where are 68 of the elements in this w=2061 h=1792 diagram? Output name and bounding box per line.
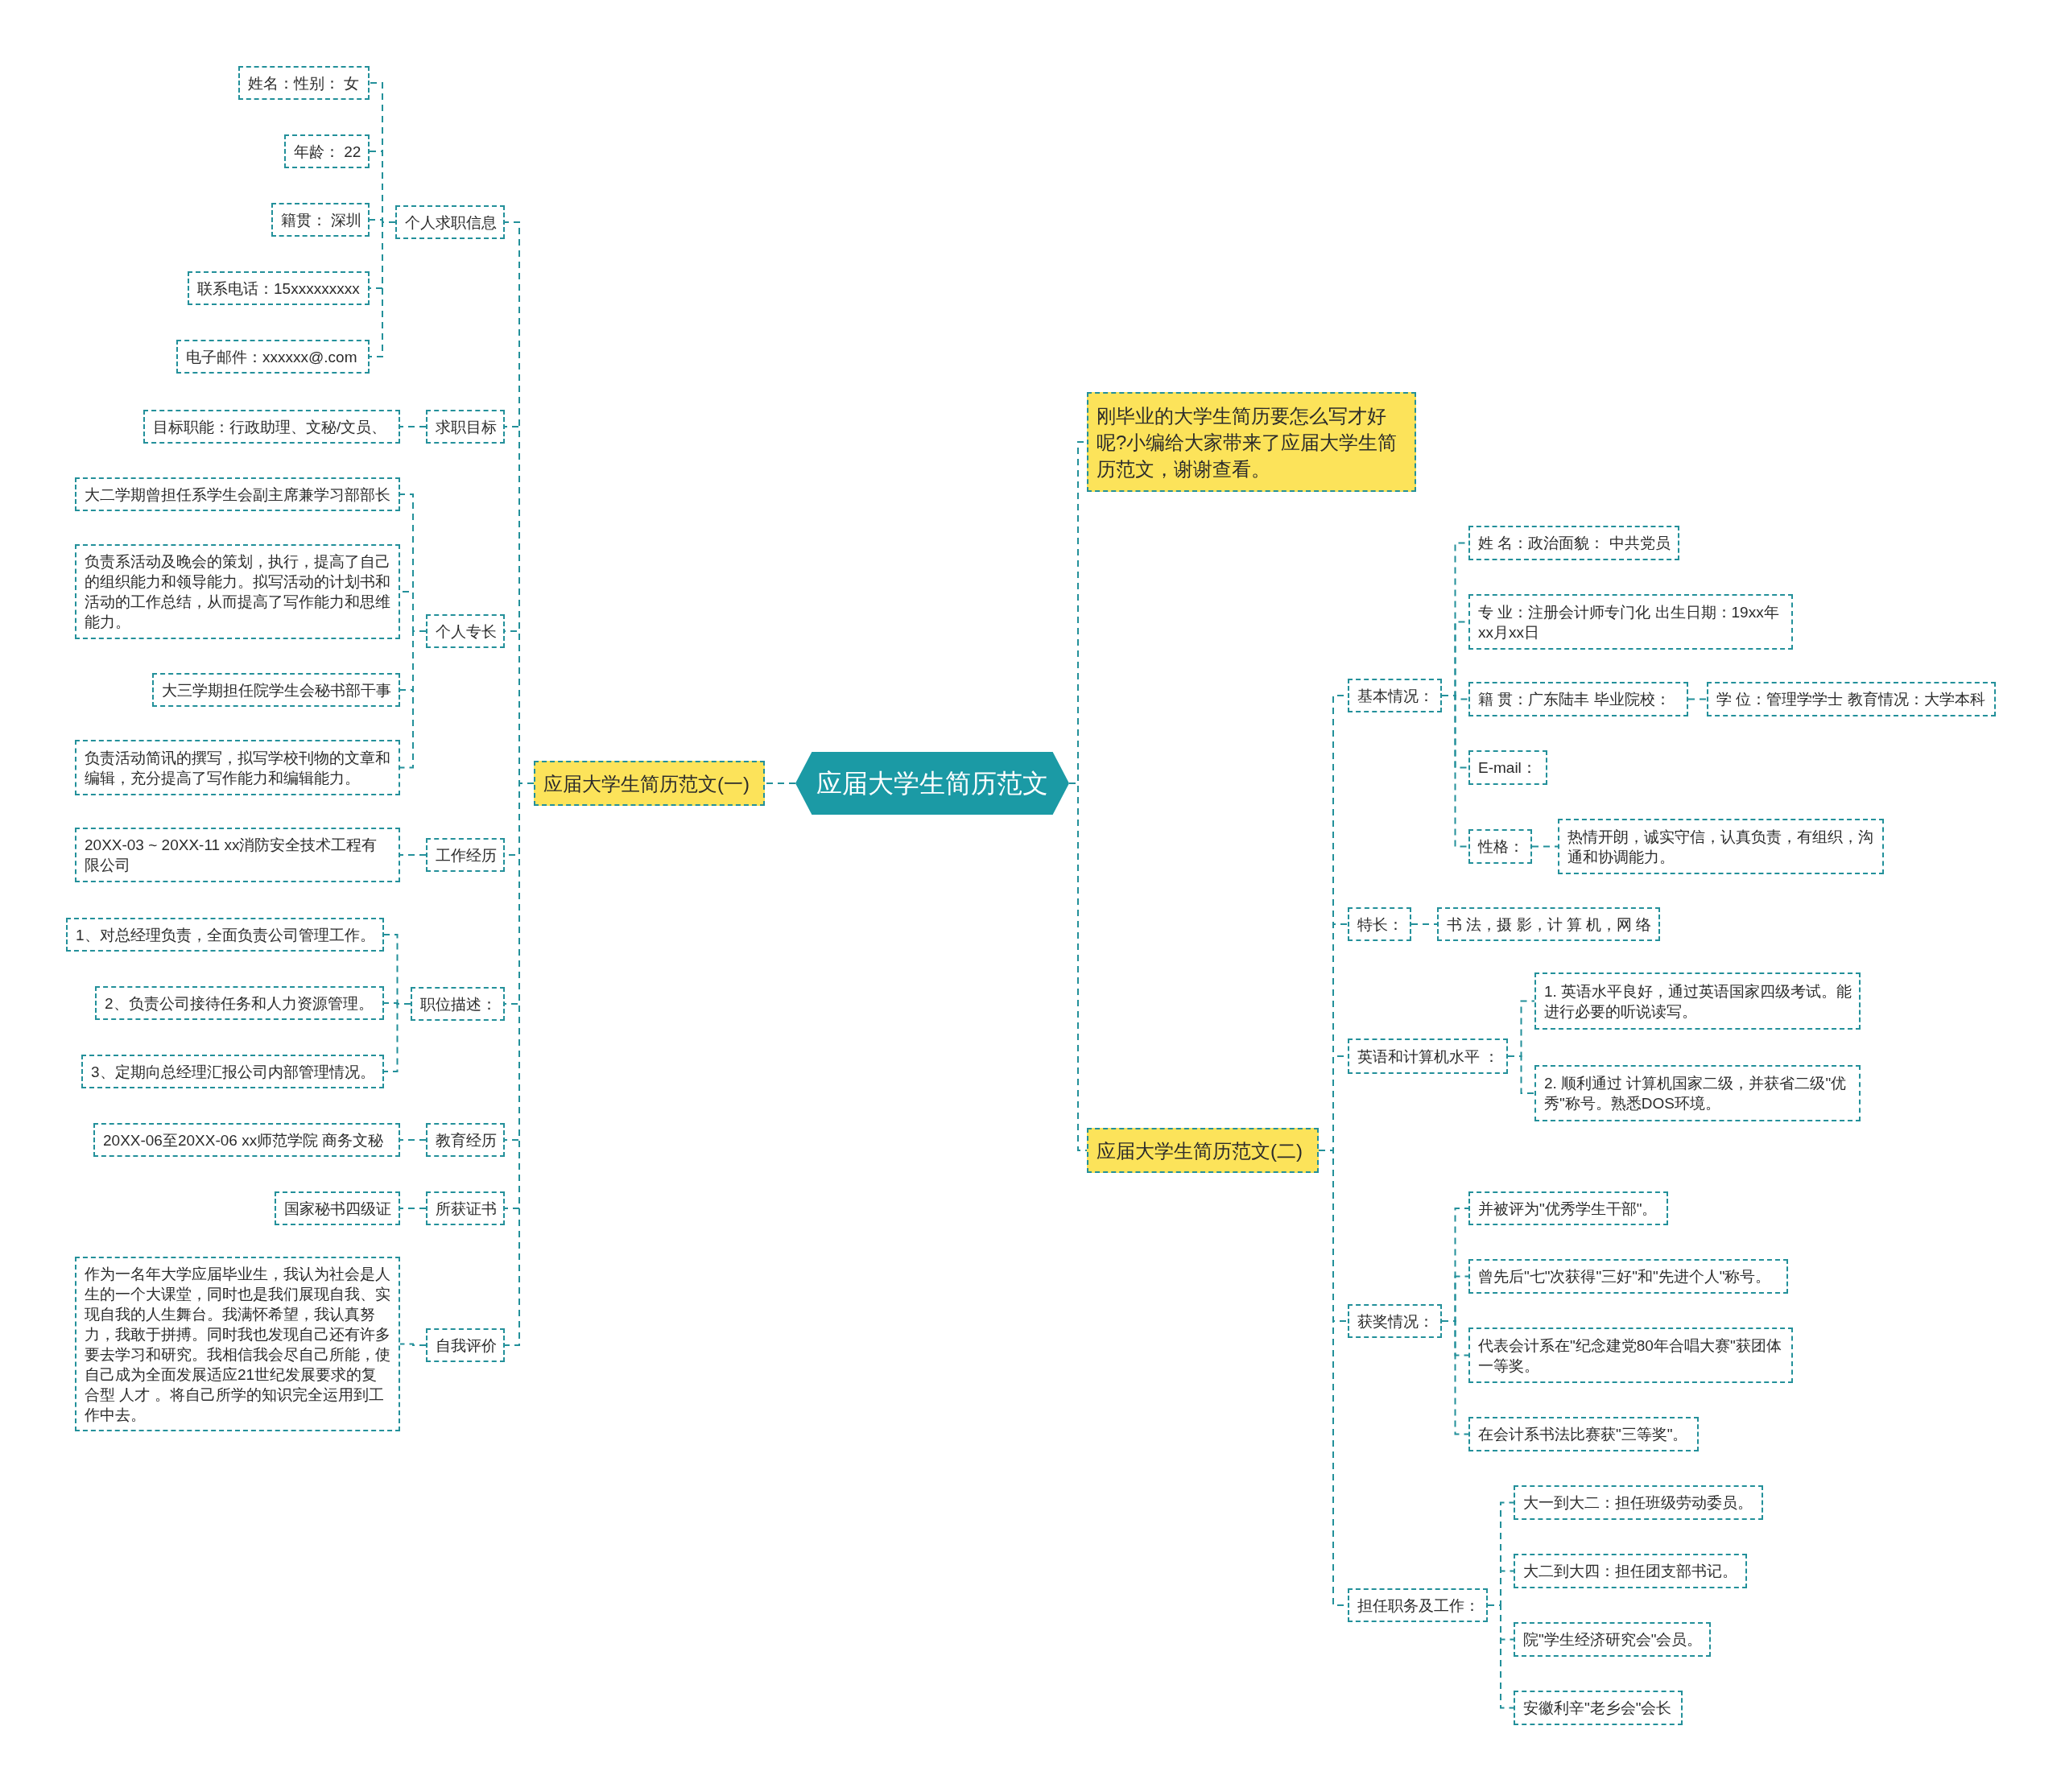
subtopic-box: 工作经历	[426, 838, 505, 872]
connector-line	[1531, 845, 1559, 848]
connector-line	[1487, 1604, 1514, 1709]
connector-line	[1507, 1055, 1535, 1094]
subtopic-box: 2、负责公司接待任务和人力资源管理。	[95, 986, 384, 1020]
subtopic-box: 书 法，摄 影，计 算 机，网 络	[1437, 907, 1660, 941]
topic-box: 应届大学生简历范文(一)	[534, 761, 765, 806]
subtopic-box: 获奖情况：	[1348, 1304, 1442, 1338]
subtopic-box: 并被评为"优秀学生干部"。	[1468, 1191, 1668, 1225]
subtopic-box: 目标职能：行政助理、文秘/文员、	[143, 410, 400, 444]
subtopic-box: 自我评价	[426, 1328, 505, 1362]
subtopic-box: 籍 贯：广东陆丰 毕业院校：	[1468, 682, 1688, 716]
subtopic-box: 特长：	[1348, 907, 1411, 941]
subtopic-box: 姓 名：政治面貌： 中共党员	[1468, 526, 1679, 560]
subtopic-box: 姓名：性别： 女	[238, 66, 370, 100]
topic-box: 刚毕业的大学生简历要怎么写才好呢?小编给大家带来了应届大学生简历范文，谢谢查看。	[1087, 392, 1416, 492]
connector-line	[399, 1343, 427, 1346]
subtopic-box: 籍贯： 深圳	[271, 203, 370, 237]
subtopic-box: 大三学期担任院学生会秘书部干事	[152, 673, 400, 707]
subtopic-box: 代表会计系在"纪念建党80年合唱大赛"获团体一等奖。	[1468, 1327, 1793, 1383]
subtopic-box: 大一到大二：担任班级劳动委员。	[1514, 1485, 1763, 1520]
subtopic-box: 个人求职信息	[395, 205, 505, 239]
subtopic-box: 教育经历	[426, 1123, 505, 1157]
subtopic-box: 负责系活动及晚会的策划，执行，提高了自己的组织能力和领导能力。拟写活动的计划书和活动的工作总结，从而提高了写作能力和思维能力。	[75, 544, 400, 639]
connector-line	[399, 854, 427, 856]
subtopic-box: 大二到大四：担任团支部书记。	[1514, 1554, 1747, 1588]
subtopic-box: 国家秘书四级证	[275, 1191, 400, 1225]
subtopic-box: 3、定期向总经理汇报公司内部管理情况。	[81, 1055, 384, 1088]
subtopic-box: E-mail：	[1468, 750, 1547, 785]
subtopic-box: 大二学期曾担任系学生会副主席兼学习部部长	[75, 477, 400, 511]
subtopic-box: 1、对总经理负责，全面负责公司管理工作。	[66, 918, 384, 952]
connector-line	[1687, 698, 1708, 700]
subtopic-box: 电子邮件：xxxxxx@.com	[176, 340, 370, 374]
connector-line	[399, 1208, 427, 1209]
subtopic-box: 性格：	[1468, 829, 1532, 864]
connector-line	[399, 630, 427, 769]
subtopic-box: 在会计系书法比赛获"三等奖"。	[1468, 1417, 1699, 1451]
subtopic-box: 安徽利辛"老乡会"会长	[1514, 1691, 1683, 1725]
subtopic-box: 20XX-06至20XX-06 xx师范学院 商务文秘	[93, 1123, 400, 1157]
subtopic-box: 曾先后"七"次获得"三好"和"先进个人"称号。	[1468, 1259, 1788, 1294]
central-topic: 应届大学生简历范文	[795, 752, 1069, 815]
subtopic-box: 职位描述：	[411, 987, 505, 1021]
topic-box: 应届大学生简历范文(二)	[1087, 1128, 1319, 1173]
connector-line	[383, 1003, 411, 1072]
subtopic-box: 作为一名年大学应届毕业生，我认为社会是人生的一个大课堂，同时也是我们展现自我、实现自我的人生舞台。我满怀希望，我认真努力，我敢于拼搏。同时我也发现自己还有许多要去学习和研究。我相信我会尽自己所能，使自己成为全面发展适应21世纪发展要求的复合型 人才 。将自己所学的知识完全运用到工作中去。	[75, 1257, 400, 1431]
connector-line	[1441, 1320, 1469, 1435]
subtopic-box: 院"学生经济研究会"会员。	[1514, 1622, 1711, 1657]
subtopic-box: 个人专长	[426, 614, 505, 648]
subtopic-box: 负责活动简讯的撰写，拟写学校刊物的文章和编辑，充分提高了写作能力和编辑能力。	[75, 740, 400, 795]
subtopic-box: 1. 英语水平良好，通过英语国家四级考试。能进行必要的听说读写。	[1534, 972, 1861, 1030]
subtopic-box: 所获证书	[426, 1191, 505, 1225]
subtopic-box: 20XX-03 ~ 20XX-11 xx消防安全技术工程有限公司	[75, 828, 400, 882]
subtopic-box: 基本情况：	[1348, 679, 1442, 712]
connector-line	[369, 221, 396, 357]
subtopic-box: 热情开朗，诚实守信，认真负责，有组织，沟通和协调能力。	[1558, 819, 1884, 874]
connector-line	[399, 1139, 427, 1141]
subtopic-box: 担任职务及工作：	[1348, 1588, 1488, 1622]
subtopic-box: 年龄： 22	[284, 134, 370, 168]
subtopic-box: 专 业：注册会计师专门化 出生日期：19xx年xx月xx日	[1468, 594, 1793, 650]
connector-line	[1410, 923, 1438, 925]
subtopic-box: 联系电话：15xxxxxxxxx	[188, 271, 370, 305]
subtopic-box: 求职目标	[426, 410, 505, 444]
connector-line	[764, 782, 796, 784]
subtopic-box: 2. 顺利通过 计算机国家二级，并获省二级"优秀"称号。熟悉DOS环境。	[1534, 1065, 1861, 1121]
subtopic-box: 英语和计算机水平 ：	[1348, 1038, 1508, 1074]
connector-line	[399, 426, 427, 427]
subtopic-box: 学 位：管理学学士 教育情况：大学本科	[1707, 682, 1996, 716]
connector-line	[1441, 695, 1469, 848]
